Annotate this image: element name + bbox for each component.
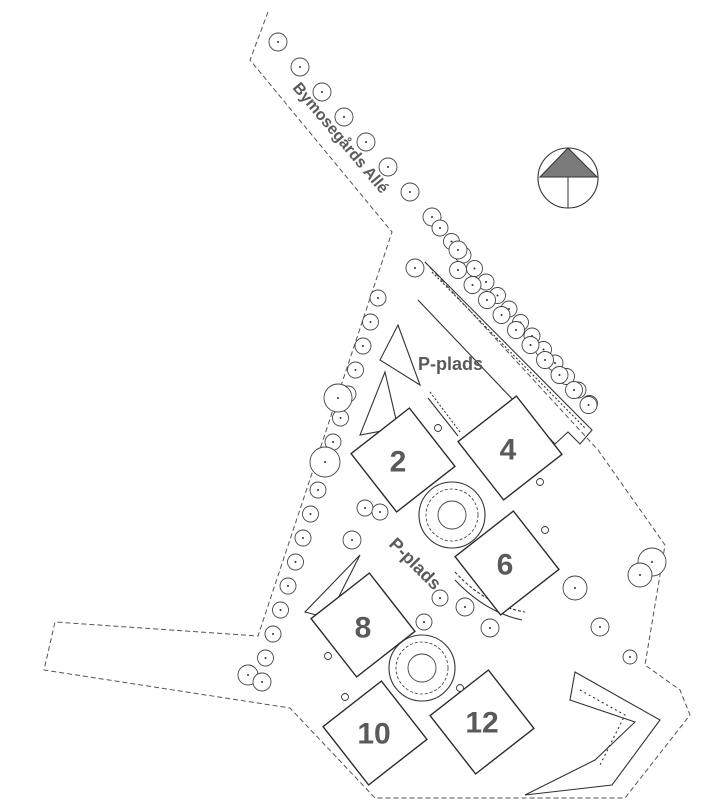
tree-trunk-dot: [387, 166, 389, 168]
building-2: [350, 407, 456, 513]
tree-trunk-dot: [457, 249, 459, 251]
street-tree-row: [268, 32, 598, 414]
tree-trunk-dot: [629, 656, 631, 658]
tree-trunk-dot: [287, 585, 289, 587]
building-2-label: 2: [390, 446, 407, 479]
tree-trunk-dot: [339, 417, 342, 419]
tree-trunk-dot: [321, 91, 323, 93]
tree-trunk-dot: [309, 513, 312, 515]
tree-trunk-dot: [409, 191, 411, 193]
building-8: [310, 572, 416, 678]
tree-trunk-dot: [364, 507, 366, 509]
tree-trunk-dot: [362, 345, 364, 347]
circular-courtyard-north: [418, 481, 486, 549]
tree-trunk-dot: [264, 657, 267, 659]
tree-trunk-dot: [473, 267, 476, 270]
tree-trunk-dot: [343, 116, 345, 118]
tree-trunk-dot: [464, 606, 466, 608]
tree-trunk-dot: [279, 609, 282, 611]
tree-trunk-dot: [302, 537, 304, 539]
tree-trunk-dot: [599, 626, 601, 628]
tree-trunk-dot: [294, 561, 297, 563]
tree-trunk-dot: [496, 294, 499, 297]
tree-trunk-dot: [574, 587, 576, 589]
tree-trunk-dot: [471, 284, 474, 286]
tree-trunk-dot: [587, 404, 590, 406]
tree-trunk-dot: [457, 269, 459, 271]
tree-trunk-dot: [558, 374, 561, 376]
tree-trunk-dot: [573, 389, 575, 391]
tree-trunk-dot: [500, 314, 503, 316]
tree-trunk-dot: [486, 299, 488, 301]
entrance-markers: [324, 424, 549, 701]
parking-label-north: P-plads: [418, 354, 483, 374]
site-boundary: [43, 11, 691, 799]
tree-trunk-dot: [414, 267, 416, 269]
tree-trunk-dot: [377, 297, 379, 299]
tree-trunk-dot: [651, 561, 653, 563]
tree-trunk-dot: [423, 621, 425, 623]
tree-trunk-dot: [332, 441, 334, 443]
tree-trunk-dot: [639, 574, 641, 576]
tree-trunk-dot: [261, 681, 263, 683]
tree-trunk-dot: [247, 674, 249, 676]
tree-trunk-dot: [379, 511, 381, 513]
building-12-label: 12: [465, 707, 498, 740]
building-10-label: 10: [357, 718, 390, 751]
tree-cluster: [237, 240, 667, 692]
tree-trunk-dot: [515, 329, 517, 331]
tree-trunk-dot: [554, 362, 556, 364]
tree-trunk-dot: [354, 369, 357, 371]
tree-trunk-dot: [272, 633, 274, 635]
tree-trunk-dot: [450, 240, 453, 243]
street-name-label: Bymosegårds Allé: [289, 79, 392, 197]
tree-trunk-dot: [529, 344, 532, 346]
tree-trunk-dot: [337, 397, 339, 399]
building-12: [429, 669, 535, 775]
building-8-label: 8: [355, 612, 372, 645]
building-6-label: 6: [497, 549, 514, 582]
tree-trunk-dot: [439, 597, 441, 599]
tree-trunk-dot: [365, 141, 367, 143]
circular-courtyard-south: [388, 634, 456, 702]
tree-trunk-dot: [324, 461, 326, 463]
tree-trunk-dot: [277, 41, 279, 43]
southeast-feature: [524, 671, 661, 796]
tree-trunk-dot: [544, 359, 546, 361]
north-arrow-icon: [537, 147, 599, 209]
tree-trunk-dot: [369, 321, 372, 323]
tree-trunk-dot: [485, 281, 487, 283]
tree-trunk-dot: [431, 216, 433, 218]
tree-trunk-dot: [489, 627, 491, 629]
parking-label-south: P-plads: [385, 534, 445, 594]
tree-trunk-dot: [299, 66, 301, 68]
building-4: [457, 395, 563, 501]
tree-trunk-dot: [542, 348, 545, 351]
building-4-label: 4: [500, 434, 517, 467]
building-10: [322, 680, 428, 786]
building-6: [454, 510, 560, 616]
tree-trunk-dot: [439, 227, 441, 229]
tree-trunk-dot: [351, 539, 353, 541]
tree-trunk-dot: [317, 489, 319, 491]
